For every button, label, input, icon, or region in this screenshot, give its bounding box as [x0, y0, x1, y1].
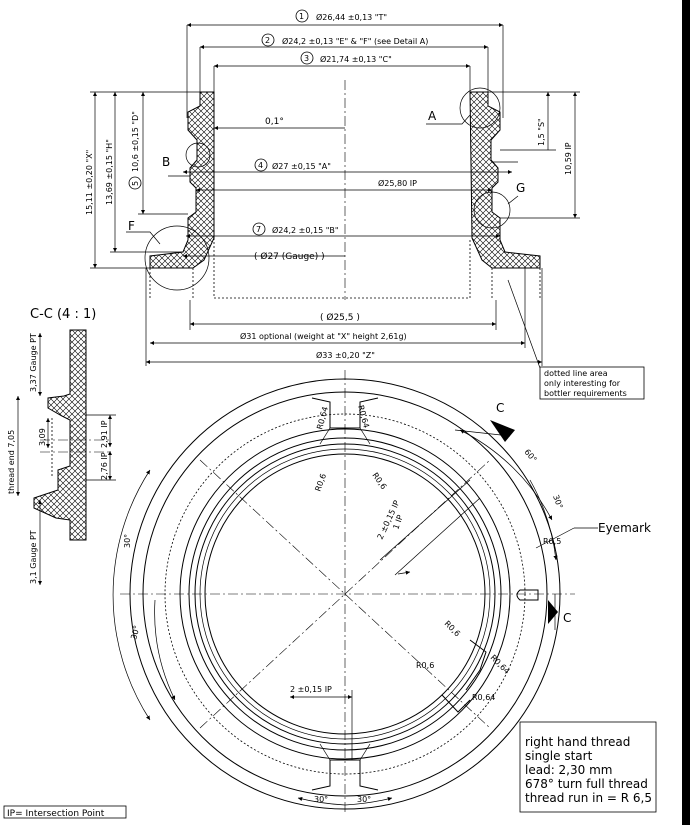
dim-gauge27: ( Ø27 (Gauge) ) — [254, 251, 325, 262]
thread-note-3: lead: 2,30 mm — [525, 763, 612, 777]
dotted-note-2: only interesting for — [544, 379, 621, 388]
balloon-2: 2 — [265, 36, 270, 45]
thread-note-2: single start — [525, 749, 593, 763]
dim-thread-end: thread end 7,05 — [7, 430, 16, 494]
plan-r064-d: R0,64 — [472, 693, 495, 702]
dim-angle: 0,1° — [265, 117, 284, 127]
plan-w2: 2 ±0,15 IP — [290, 685, 332, 694]
dim-255: ( Ø25,5 ) — [320, 312, 360, 323]
plan-r06-c: R0,6 — [443, 619, 462, 638]
dim-1369: 13,69 ±0,15 "H" — [105, 139, 114, 205]
balloon-3: 3 — [304, 54, 309, 63]
balloon-5: 5 — [131, 181, 140, 186]
eyemark-label: Eyemark — [598, 521, 651, 535]
plan-a30-left: 30° — [123, 534, 132, 548]
plan-a30-b1: 30° — [314, 795, 328, 804]
label-g: G — [516, 181, 525, 195]
plan-r06-b: R0,6 — [370, 471, 388, 491]
plan-r064-a: R0,64 — [315, 406, 330, 431]
section-cc — [15, 329, 116, 585]
thread-note-1: right hand thread — [525, 735, 630, 749]
footer-note: IP= Intersection Point — [7, 809, 105, 819]
plan-a30-b2: 30° — [357, 795, 371, 804]
dim-106: 10,6 ±0,15 "D" — [131, 111, 140, 172]
plan-a60: 60° — [522, 448, 538, 465]
cut-c-right: C — [563, 611, 571, 625]
dotted-note-1: dotted line area — [544, 369, 608, 378]
dim-31-gauge: 3,1 Gauge PT — [29, 530, 38, 584]
eyemark-notch — [516, 589, 539, 601]
window-border — [682, 0, 690, 825]
plan-r064-c: R0,64 — [489, 653, 512, 676]
balloon-1: 1 — [299, 12, 304, 21]
dim-276: 2,76 IP — [100, 452, 109, 480]
dim-2580: Ø25,80 IP — [378, 178, 417, 188]
plan-a30r: 30° — [551, 494, 564, 510]
detail-a-circle — [459, 87, 501, 129]
plan-view — [3, 366, 657, 819]
plan-r064-b: R0,64 — [356, 404, 371, 429]
footer-note-box — [3, 805, 127, 819]
dim-d2: Ø24,2 ±0,13 "E" & "F" (see Detail A) — [282, 36, 428, 46]
dim-31: Ø31 optional (weight at "X" height 2,61g… — [240, 331, 407, 341]
plan-r65: R6,5 — [543, 537, 561, 546]
section-cc-title: C-C (4 : 1) — [30, 307, 96, 322]
detail-b-circle — [185, 142, 211, 168]
dim-1511: 15,11 ±0,20 "X" — [85, 150, 94, 215]
detail-f-circle — [144, 225, 210, 291]
label-f: F — [128, 219, 135, 233]
thread-note-box — [519, 721, 657, 813]
cut-c-top: C — [496, 401, 504, 415]
dim-1059: 10,59 IP — [564, 142, 573, 175]
label-a: A — [428, 109, 437, 123]
dim-309: 3,09 — [38, 428, 47, 446]
plan-r06-a: R0,6 — [313, 472, 328, 492]
dim-291: 2,91 IP — [100, 420, 109, 448]
dim-d1: Ø26,44 ±0,13 "T" — [316, 12, 387, 22]
labels: 1 Ø26,44 ±0,13 "T" 2 Ø24,2 ±0,13 "E" & "… — [7, 12, 652, 819]
dim-33: Ø33 ±0,20 "Z" — [316, 350, 375, 360]
label-b: B — [162, 155, 170, 169]
right-wall-section — [469, 91, 541, 269]
dim-d4: Ø27 ±0,15 "A" — [272, 161, 331, 171]
balloon-4: 4 — [258, 161, 263, 170]
left-wall-section — [149, 91, 215, 269]
side-section-view — [90, 9, 580, 369]
plan-r06-d: R0,6 — [416, 661, 434, 670]
balloon-7: 7 — [256, 225, 261, 234]
plan-a30-left2: 30° — [129, 624, 141, 640]
dotted-note-3: bottler requirements — [544, 389, 627, 398]
detail-g-circle — [473, 191, 511, 229]
dim-d7: Ø24,2 ±0,15 "B" — [272, 225, 339, 235]
dim-15s: 1,5 "S" — [537, 118, 546, 146]
dotted-note-box — [539, 366, 645, 400]
thread-note-4: 678° turn full thread — [525, 777, 648, 791]
thread-note-5: thread run in = R 6,5 — [525, 791, 652, 805]
dim-337: 3,37 Gauge PT — [29, 333, 38, 392]
dim-d3: Ø21,74 ±0,13 "C" — [320, 54, 392, 64]
